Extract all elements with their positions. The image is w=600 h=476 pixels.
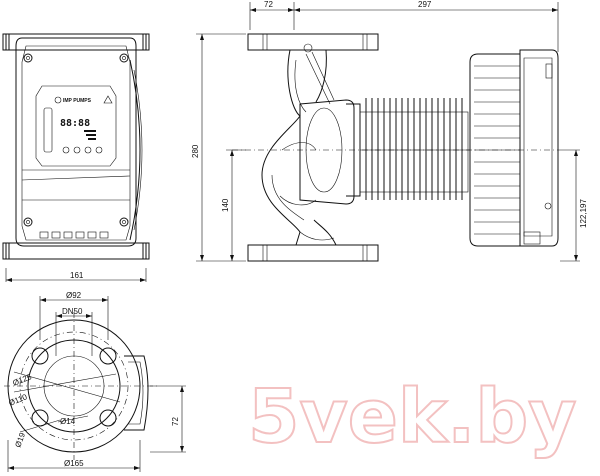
flange-view: Ø92 DN50 Ø125 Ø110 Ø14 Ø19 Ø165 72 <box>4 291 186 472</box>
dim-overall-length: 297 <box>418 0 432 9</box>
dim-height-total: 280 <box>191 144 200 158</box>
display-readout: 88:88 <box>60 118 90 129</box>
side-view: 72 297 <box>191 0 588 262</box>
dim-flange-92: Ø92 <box>66 291 82 300</box>
cooling-fins <box>359 98 470 200</box>
dim-side-72: 72 <box>171 417 180 426</box>
dim-bolt-110: Ø110 <box>7 392 28 408</box>
front-view: IMP PUMPS 88:88 161 <box>2 33 150 282</box>
dim-hole-14: Ø14 <box>60 417 76 426</box>
cable-glands <box>39 231 109 239</box>
brand-logo: IMP PUMPS <box>63 98 92 104</box>
watermark-text: 5vek.by <box>248 374 576 460</box>
dim-height-axis: 140 <box>221 198 230 212</box>
dim-bolt-125: Ø125 <box>11 372 33 388</box>
dim-top-flange: 72 <box>264 0 273 9</box>
dim-front-width: 161 <box>70 271 84 280</box>
dim-dn50: DN50 <box>62 307 83 316</box>
dim-motor-offset: 122,197 <box>579 199 588 228</box>
dim-hole-19: Ø19 <box>13 431 27 449</box>
dim-flange-165: Ø165 <box>64 459 84 468</box>
